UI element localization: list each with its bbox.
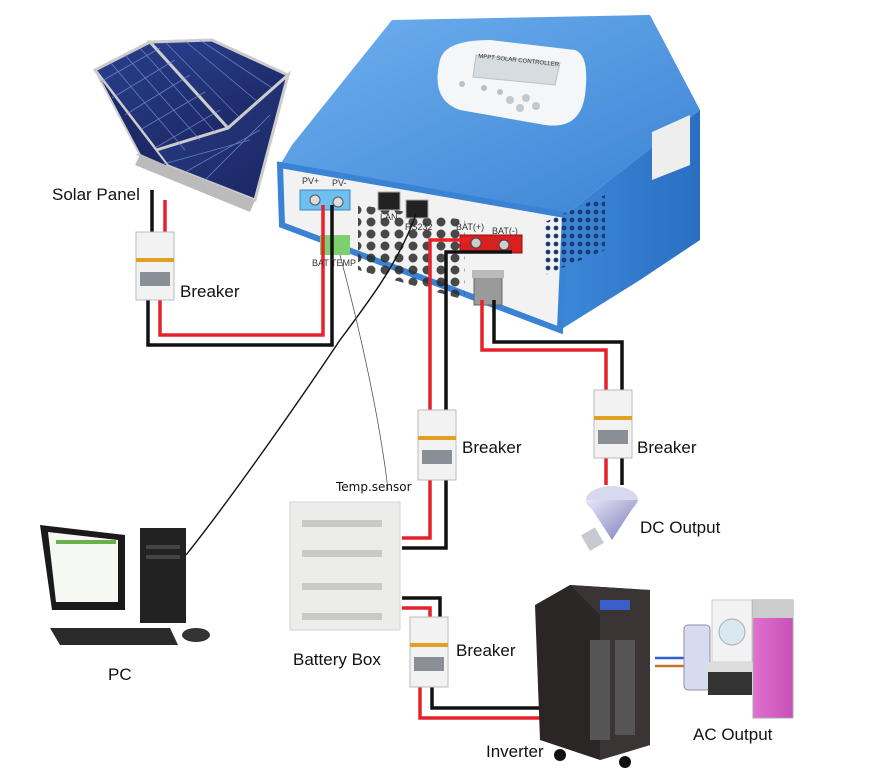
charge-controller — [276, 15, 700, 335]
breaker-pv-label: Breaker — [180, 282, 240, 301]
port-pv-plus: PV+ — [302, 176, 320, 186]
ac-output-appliances — [683, 599, 794, 719]
port-bat-minus: BAT(-) — [492, 226, 518, 236]
solar-panel-label: Solar Panel — [52, 185, 140, 204]
battery-box — [289, 501, 401, 631]
breaker-pv — [135, 231, 175, 301]
dc-output-label: DC Output — [640, 518, 721, 537]
breaker-battery-label: Breaker — [462, 438, 522, 457]
ac-output-label: AC Output — [693, 725, 773, 744]
dc-output-bulb — [581, 486, 638, 551]
breaker-inverter — [409, 616, 449, 688]
pc — [40, 525, 210, 645]
inverter-label: Inverter — [486, 742, 544, 761]
port-bat-plus: BAT(+) — [456, 222, 485, 232]
port-pv-minus: PV- — [332, 178, 347, 188]
solar-panel — [92, 38, 291, 212]
breaker-battery — [417, 409, 457, 481]
temp-sensor-label: Temp.sensor — [336, 480, 412, 494]
pc-label: PC — [108, 665, 132, 684]
wires — [146, 190, 690, 720]
breaker-inverter-label: Breaker — [456, 641, 516, 660]
port-lan: LAN — [380, 212, 398, 222]
port-bat-temp: BAT TEMP — [312, 258, 357, 268]
breaker-dc — [593, 389, 633, 459]
breaker-dc-label: Breaker — [637, 438, 697, 457]
port-rs232: RS232 — [405, 222, 433, 232]
inverter — [535, 585, 650, 768]
battery-box-label: Battery Box — [293, 650, 381, 669]
